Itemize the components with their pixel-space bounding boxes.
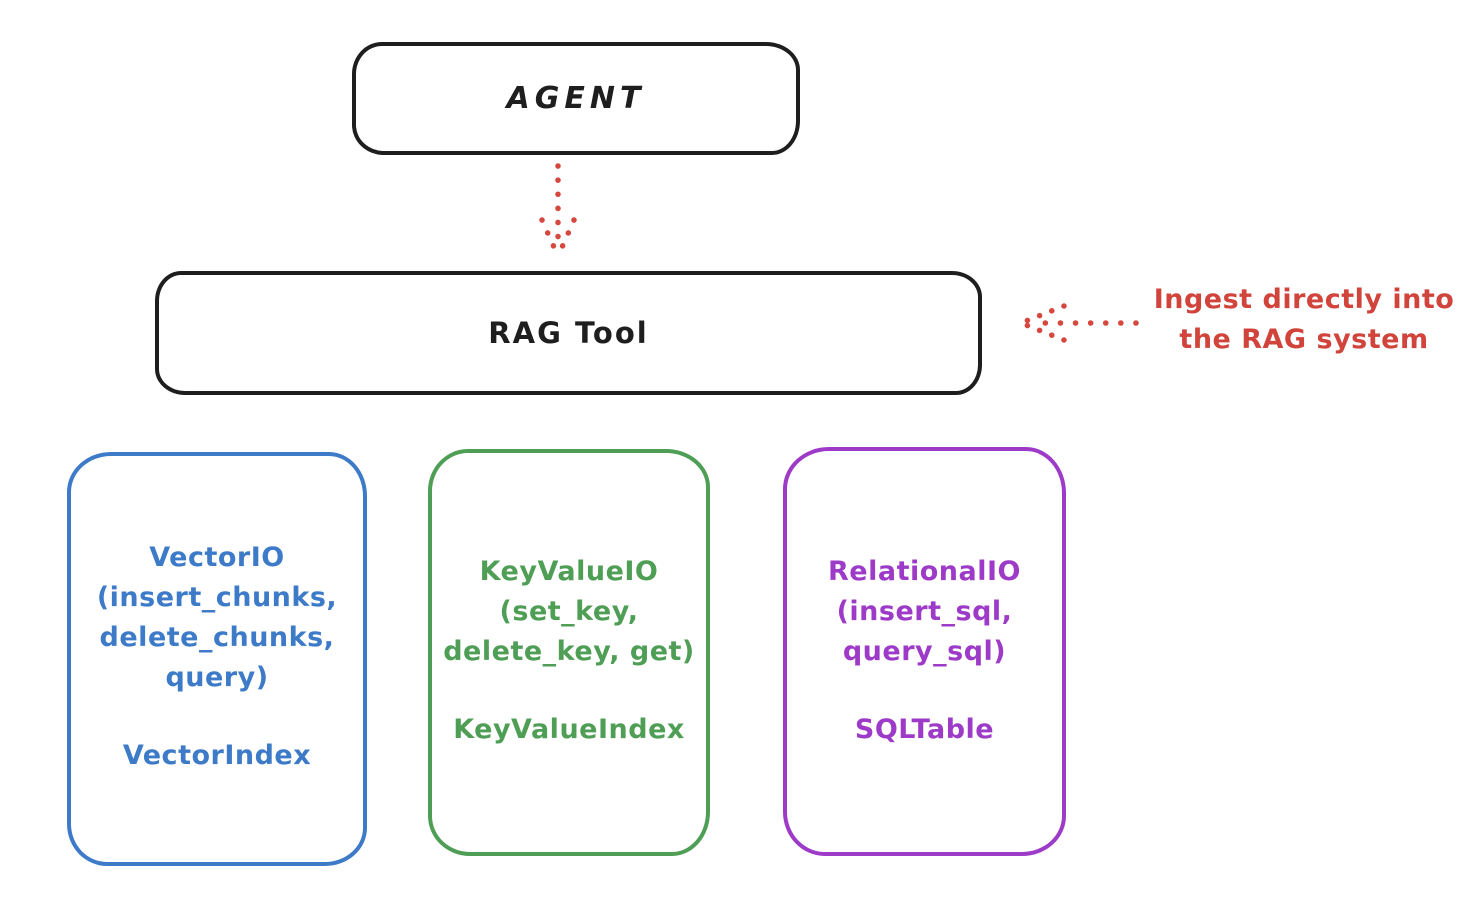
vector-io-box: VectorIO (insert_chunks, delete_chunks, … <box>67 452 367 866</box>
agent-label: AGENT <box>506 81 646 116</box>
keyvalue-io-methods-line-1: (set_key, <box>499 596 639 627</box>
vector-io-title: VectorIO <box>149 542 285 573</box>
sql-table-label: SQLTable <box>854 714 995 745</box>
ingest-annotation: Ingest directly into the RAG system <box>1128 280 1480 360</box>
vector-index-label: VectorIndex <box>122 740 312 771</box>
agent-box: AGENT <box>352 42 800 155</box>
ingest-annotation-line-1: Ingest directly into <box>1153 284 1455 315</box>
dotted-arrow-left-icon <box>1023 303 1139 343</box>
keyvalue-index-label: KeyValueIndex <box>453 714 685 745</box>
vector-io-methods-line-1: (insert_chunks, <box>96 582 338 613</box>
dotted-arrow-down-icon <box>539 163 577 257</box>
relational-io-box: RelationalIO (insert_sql, query_sql) SQL… <box>783 447 1066 856</box>
rag-tool-label: RAG Tool <box>488 316 649 350</box>
vector-io-methods-line-2: delete_chunks, <box>99 622 335 653</box>
relational-io-methods-line-1: (insert_sql, <box>836 596 1013 627</box>
rag-tool-box: RAG Tool <box>155 271 982 395</box>
keyvalue-io-box: KeyValueIO (set_key, delete_key, get) Ke… <box>428 449 710 856</box>
vector-io-methods-line-3: query) <box>165 662 269 693</box>
ingest-annotation-line-2: the RAG system <box>1179 324 1429 355</box>
keyvalue-io-title: KeyValueIO <box>479 556 659 587</box>
keyvalue-io-methods-line-2: delete_key, get) <box>443 636 695 667</box>
relational-io-methods-line-2: query_sql) <box>842 636 1007 667</box>
relational-io-title: RelationalIO <box>828 556 1021 587</box>
